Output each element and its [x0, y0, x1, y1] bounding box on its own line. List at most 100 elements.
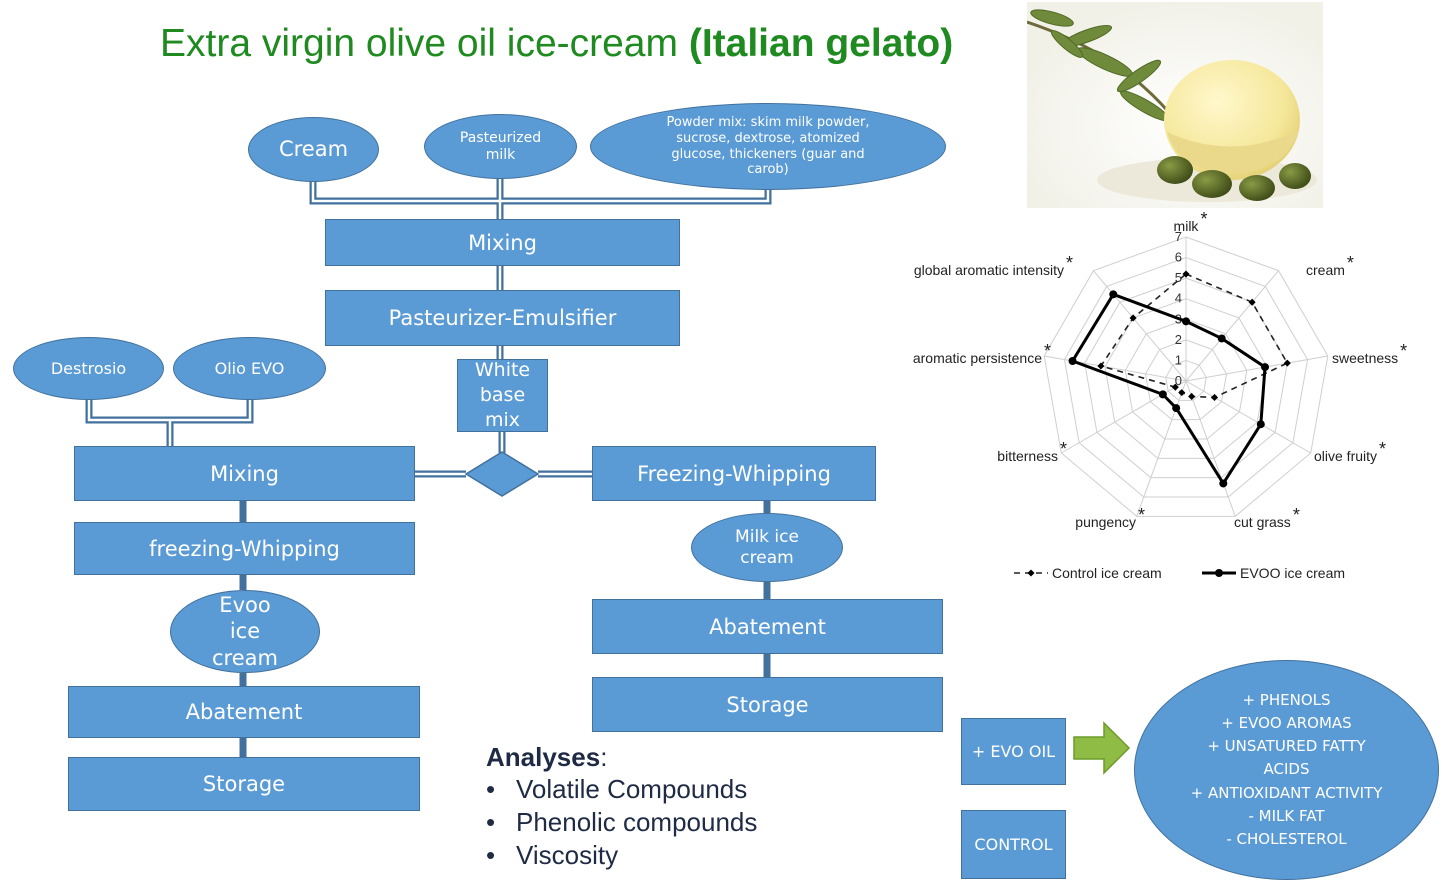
analysis-item-label: Viscosity: [516, 840, 619, 870]
radar-scale-tick: 4: [1175, 291, 1182, 306]
title-main: Extra virgin olive oil ice-cream: [160, 22, 689, 65]
radar-axis-label: pungency: [1075, 514, 1136, 530]
legend-evoo-label: EVOO ice cream: [1240, 565, 1345, 581]
radar-scale-tick: 2: [1175, 332, 1182, 347]
mixing-left-box: Mixing: [74, 446, 415, 501]
abatement-right-box: Abatement: [592, 599, 943, 654]
radar-scale-tick: 0: [1175, 373, 1182, 388]
radar-axis-label: global aromatic intensity: [914, 262, 1064, 278]
evoo-data-point: [1068, 356, 1077, 365]
evoo-data-point: [1172, 404, 1181, 413]
radar-spoke: [1136, 380, 1187, 517]
mixing-top-box: Mixing: [325, 219, 680, 266]
white-base-mix-box: White base mix: [457, 359, 548, 432]
effect-line: + PHENOLS: [1242, 690, 1331, 709]
effect-line: + ANTIOXIDANT ACTIVITY: [1190, 783, 1383, 802]
analyses-list: Analyses: •Volatile Compounds •Phenolic …: [486, 742, 757, 872]
pasteurizer-emulsifier-box: Pasteurizer-Emulsifier: [325, 290, 680, 346]
evoo-data-point: [1158, 390, 1167, 399]
radar-axis-label: cream: [1306, 262, 1345, 278]
evoo-data-point: [1182, 317, 1190, 326]
radar-scale-tick: 5: [1175, 270, 1182, 285]
effect-line: + UNSATURED FATTY: [1207, 737, 1366, 756]
diagram-title: Extra virgin olive oil ice-cream (Italia…: [160, 22, 953, 66]
analysis-item-label: Phenolic compounds: [516, 807, 758, 837]
radar-axis-label: cut grass: [1234, 514, 1291, 530]
effect-line: + EVOO AROMAS: [1221, 713, 1352, 732]
radar-axis-label: bitterness: [997, 448, 1058, 464]
analyses-heading: Analyses: [486, 742, 601, 772]
radar-grid-ring: [1144, 339, 1228, 421]
destrosio-oval: Destrosio: [13, 337, 164, 400]
control-box: CONTROL: [961, 810, 1066, 879]
radar-spoke: [1185, 270, 1279, 382]
arrow-right-icon: [1073, 721, 1131, 775]
radar-axis-label: olive fruity: [1314, 448, 1377, 464]
radar-grid-ring: [1104, 298, 1268, 459]
evoo-data-point: [1219, 479, 1228, 488]
control-data-point: [1178, 389, 1186, 397]
analysis-item: •Volatile Compounds: [486, 774, 748, 804]
merge-diamond: [464, 451, 540, 497]
significance-asterisk: *: [1200, 209, 1207, 229]
legend-control-label: Control ice cream: [1052, 565, 1162, 581]
radar-grid-ring: [1084, 277, 1288, 479]
pasteurized-milk-oval: Pasteurized milk: [424, 114, 577, 179]
olio-evo-oval: Olio EVO: [173, 337, 326, 400]
radar-scale-tick: 6: [1175, 250, 1182, 265]
control-series-line: [1099, 273, 1289, 399]
radar-spoke: [1185, 380, 1311, 454]
effect-line: ACIDS: [1263, 760, 1310, 779]
analysis-item: •Viscosity: [486, 840, 619, 870]
radar-spoke: [1185, 355, 1328, 382]
control-data-point: [1283, 359, 1291, 367]
effects-oval: + PHENOLS + EVOO AROMAS + UNSATURED FATT…: [1134, 660, 1439, 880]
evoo-data-point: [1256, 420, 1265, 429]
control-data-point: [1248, 298, 1256, 306]
radar-spoke: [1061, 380, 1187, 454]
analyses-colon: :: [600, 742, 608, 772]
analysis-item-label: Volatile Compounds: [516, 774, 748, 804]
freezing-whipping-right-box: Freezing-Whipping: [592, 446, 876, 501]
cream-oval: Cream: [248, 117, 379, 182]
legend-evoo-marker: [1215, 569, 1223, 577]
abatement-left-box: Abatement: [68, 686, 420, 738]
radar-axis-label: milk: [1174, 218, 1200, 234]
significance-asterisk: *: [1400, 341, 1407, 361]
radar-grid-ring: [1063, 257, 1309, 498]
olive-ice-cream-photo: [1027, 2, 1323, 208]
evo-oil-box: + EVO OIL: [961, 718, 1066, 785]
storage-right-box: Storage: [592, 677, 943, 732]
evoo-ice-cream-oval: Evoo ice cream: [170, 590, 320, 673]
significance-asterisk: *: [1066, 253, 1073, 273]
radar-scale-tick: 7: [1175, 229, 1182, 244]
radar-grid-ring: [1124, 318, 1248, 440]
significance-asterisk: *: [1044, 341, 1051, 361]
control-data-point: [1210, 393, 1219, 401]
radar-spoke: [1185, 380, 1236, 517]
radar-axis-label: sweetness: [1332, 350, 1398, 366]
analysis-item: •Phenolic compounds: [486, 807, 758, 837]
evoo-series-line: [1070, 292, 1267, 487]
radar-spoke: [1093, 270, 1187, 382]
powder-mix-oval: Powder mix: skim milk powder, sucrose, d…: [590, 103, 946, 190]
significance-asterisk: *: [1060, 439, 1067, 459]
evoo-data-point: [1261, 363, 1270, 372]
radar-scale-tick: 1: [1175, 352, 1182, 367]
freezing-whipping-left-box: freezing-Whipping: [74, 522, 415, 575]
storage-left-box: Storage: [68, 757, 420, 811]
effect-line: - MILK FAT: [1248, 806, 1325, 825]
effect-line: - CHOLESTEROL: [1226, 830, 1347, 849]
significance-asterisk: *: [1293, 505, 1300, 525]
radar-axis-label: aromatic persistence: [913, 350, 1042, 366]
radar-grid-ring: [1043, 236, 1329, 517]
radar-grid-ring: [1165, 359, 1207, 401]
significance-asterisk: *: [1379, 439, 1386, 459]
significance-asterisk: *: [1347, 253, 1354, 273]
radar-spoke: [1044, 355, 1187, 382]
milk-ice-cream-oval: Milk ice cream: [691, 513, 843, 582]
title-bold: (Italian gelato): [688, 22, 954, 65]
legend-control-marker: [1027, 569, 1035, 577]
